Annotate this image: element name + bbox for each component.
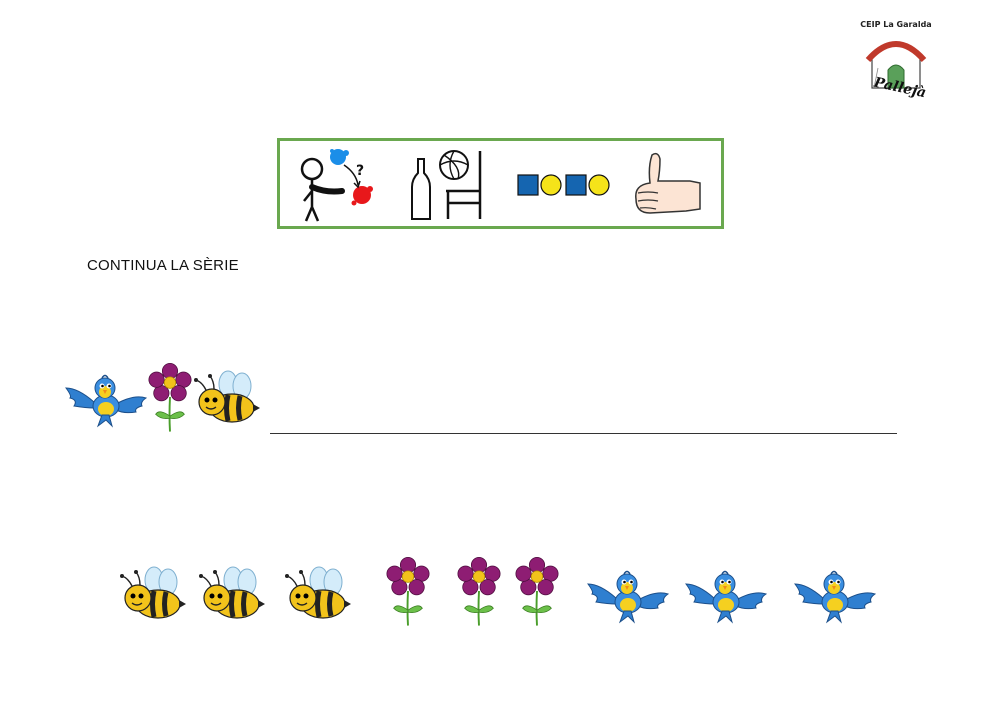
school-building-icon — [865, 41, 927, 89]
series-squares-circles-icon — [517, 174, 610, 196]
objects-bottle-chair-ball-icon — [411, 150, 482, 220]
option-flower-icon[interactable] — [513, 556, 561, 626]
series-bee-icon — [192, 370, 262, 426]
option-bee-icon[interactable] — [118, 566, 188, 622]
pictogram-instruction-box: ? — [277, 138, 724, 229]
svg-text:?: ? — [356, 163, 364, 179]
option-bird-icon[interactable] — [684, 564, 768, 624]
answer-drop-line[interactable] — [270, 433, 897, 434]
series-flower-icon — [146, 362, 194, 432]
logo-title: CEIP La Garalda — [860, 20, 932, 29]
thumbs-up-icon — [635, 152, 701, 214]
point-choose-color-icon: ? — [300, 149, 373, 222]
option-bird-icon[interactable] — [793, 564, 877, 624]
school-logo: CEIP La Garalda Pallejà — [856, 18, 936, 104]
series-bird-icon — [64, 368, 148, 428]
instruction-text: CONTINUA LA SÈRIE — [87, 257, 239, 274]
option-flower-icon[interactable] — [455, 556, 503, 626]
option-bee-icon[interactable] — [197, 566, 267, 622]
option-bee-icon[interactable] — [283, 566, 353, 622]
option-flower-icon[interactable] — [384, 556, 432, 626]
option-bird-icon[interactable] — [586, 564, 670, 624]
